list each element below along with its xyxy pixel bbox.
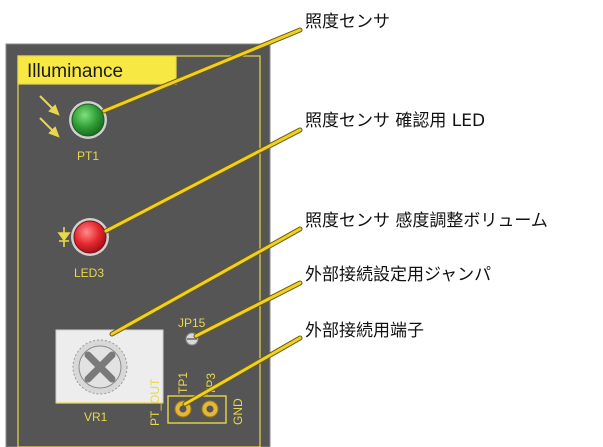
leader-line-terminal	[182, 335, 303, 407]
leader-lines	[101, 27, 303, 407]
illuminance-sensor-pt1	[69, 101, 107, 139]
callout-terminal: 外部接続用端子	[305, 321, 424, 341]
pt-out-label: PT_OUT	[148, 378, 162, 426]
light-arrows-icon	[39, 95, 60, 138]
jp15-label: JP15	[178, 316, 206, 330]
sensitivity-volume-vr1	[55, 329, 164, 404]
led-symbol-icon	[57, 227, 71, 247]
board-title-text: Illuminance	[27, 61, 123, 82]
leader-line-jumper	[193, 280, 303, 339]
led3-label: LED3	[74, 266, 104, 280]
check-led-led3	[71, 218, 109, 256]
callout-volume: 照度センサ 感度調整ボリューム	[305, 211, 548, 231]
gnd-label: GND	[231, 398, 245, 425]
leader-line-sensor	[101, 27, 303, 114]
tp1-label: TP1	[176, 372, 190, 394]
pt1-label: PT1	[77, 149, 99, 163]
leader-line-led	[103, 127, 303, 234]
board-title: Illuminance	[17, 55, 177, 85]
callout-jumper: 外部接続設定用ジャンパ	[305, 265, 491, 285]
vr1-label: VR1	[84, 410, 108, 424]
callout-check-led: 照度センサ 確認用 LED	[305, 111, 485, 131]
callout-sensor: 照度センサ	[305, 12, 390, 32]
leader-line-volume	[109, 226, 303, 337]
